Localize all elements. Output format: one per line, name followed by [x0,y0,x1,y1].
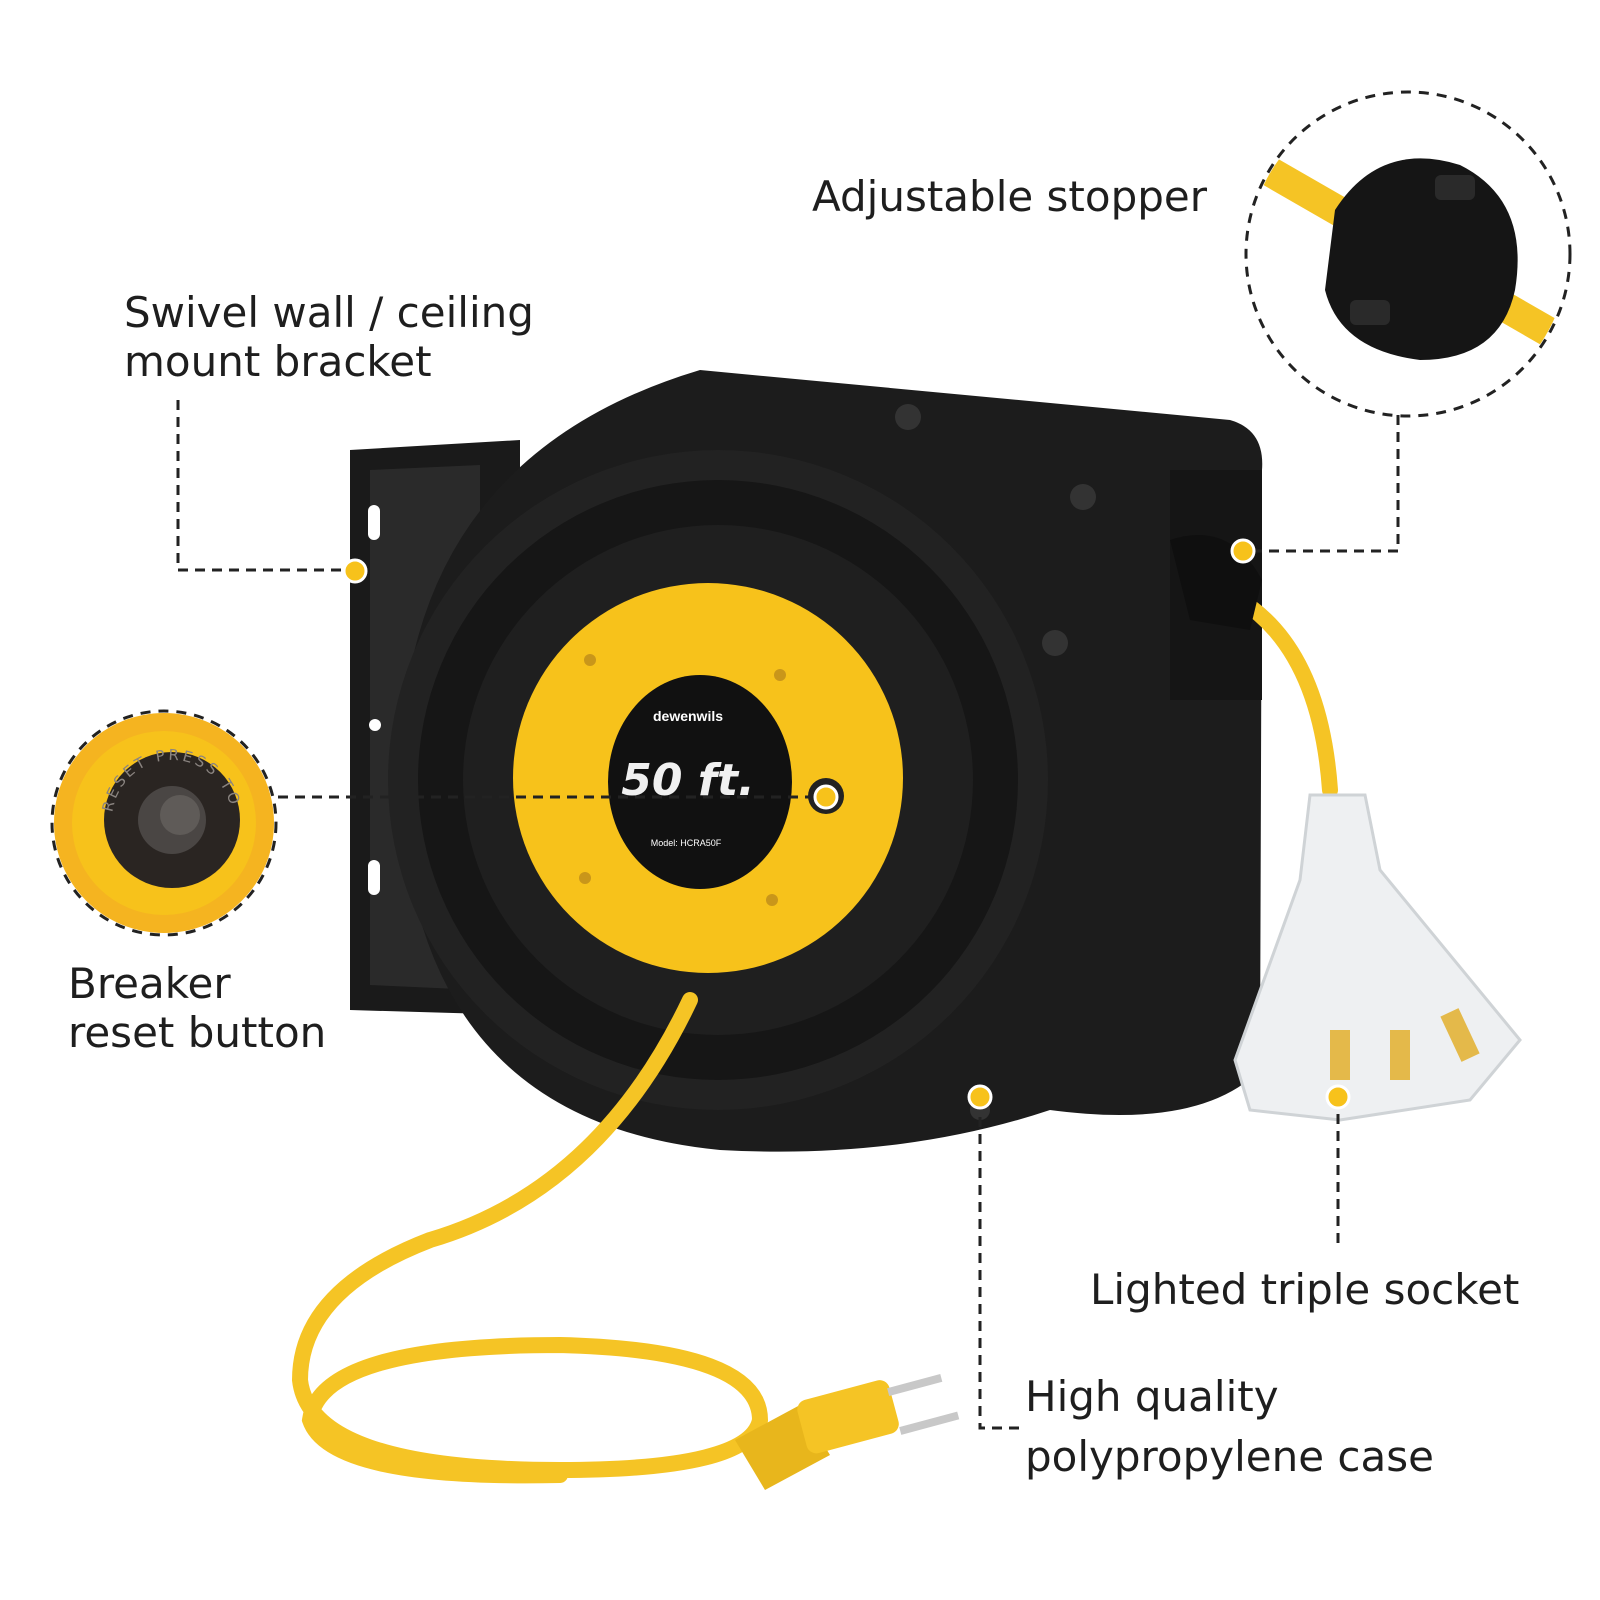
yellow-hub [513,583,903,973]
callout-lighted-socket: Lighted triple socket [1090,1265,1520,1314]
callout-bracket-line1: Swivel wall / ceiling [124,288,534,337]
leader-lines [176,400,1400,1430]
callout-breaker-line1: Breaker [68,959,231,1008]
stopper-detail-callout [1244,90,1572,418]
breaker-detail-callout: RESET PRESS TO [50,709,278,937]
callout-bracket-line2: mount bracket [124,337,432,386]
callout-case-line1: High quality [1025,1372,1279,1421]
callout-case-line2: polypropylene case [1025,1432,1434,1481]
brand-logo: dewenwils [653,708,723,724]
triple-socket [1233,793,1522,1122]
model-label: Model: HCRA50F [651,838,722,848]
callout-dots [342,538,1351,1110]
power-cord [291,592,1338,1484]
plug [735,1374,960,1490]
callout-breaker-line2: reset button [68,1008,327,1057]
callout-adjustable-stopper: Adjustable stopper [812,172,1208,221]
